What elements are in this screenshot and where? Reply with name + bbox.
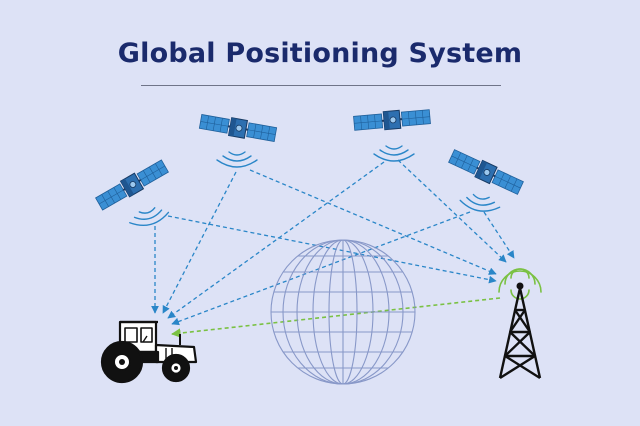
signal-line (162, 171, 237, 314)
signal-line (167, 161, 385, 319)
signal-line (167, 215, 497, 284)
title-divider (141, 85, 501, 86)
signal-waves-icon (373, 145, 415, 162)
cell-tower-icon (498, 268, 542, 380)
signal-waves-icon (127, 203, 171, 231)
page-title: Global Positioning System (117, 38, 523, 69)
satellite-icon (446, 146, 526, 198)
satellite-icon (93, 157, 171, 213)
signal-line (483, 211, 515, 259)
signal-line (397, 159, 507, 263)
satellite-icon (352, 106, 432, 134)
signal-line (249, 169, 497, 275)
signal-lines (151, 159, 515, 326)
globe-icon (270, 239, 416, 385)
correction-signal-line (171, 297, 501, 338)
signal-waves-icon (458, 191, 502, 215)
tractor-icon (100, 320, 198, 384)
signal-line (171, 211, 471, 326)
signal-waves-icon (216, 151, 258, 168)
satellite-icon (198, 111, 278, 145)
